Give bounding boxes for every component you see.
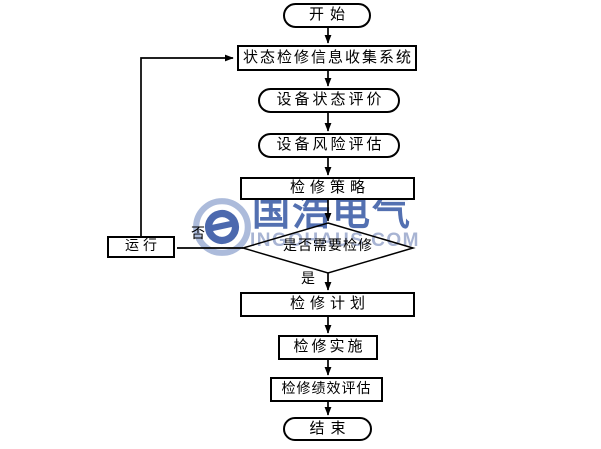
watermark-logo-icon (193, 198, 251, 256)
node-state-evaluation: 设备状态评价 (258, 88, 400, 113)
edge-label-yes: 是 (301, 272, 315, 287)
decision-diamond-shape (240, 222, 416, 274)
edge-label-no: 否 (191, 227, 205, 242)
node-performance-eval: 检修绩效评估 (270, 377, 383, 402)
node-strategy: 检修策略 (240, 177, 415, 200)
node-end: 结束 (283, 417, 372, 441)
node-implementation: 检修实施 (278, 335, 378, 360)
edge-run-collect-feedback (140, 54, 234, 236)
node-start: 开始 (283, 3, 371, 28)
node-plan: 检修计划 (240, 292, 415, 317)
node-run: 运行 (107, 236, 175, 258)
node-info-collection: 状态检修信息收集系统 (237, 45, 417, 71)
node-decision-label: 是否需要检修 (283, 239, 373, 254)
node-risk-assessment: 设备风险评估 (258, 133, 400, 158)
watermark-domain-text: INGOHAUS.COM (250, 230, 420, 251)
